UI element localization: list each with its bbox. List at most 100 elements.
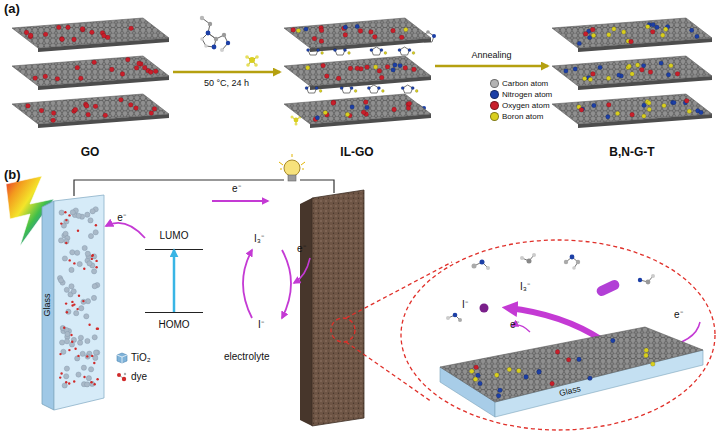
art-part bbox=[564, 255, 580, 270]
art-part bbox=[71, 337, 76, 342]
art-part bbox=[392, 107, 397, 112]
art-part bbox=[398, 63, 402, 67]
art-part bbox=[117, 353, 127, 363]
art-part bbox=[64, 287, 69, 292]
art-part bbox=[305, 85, 322, 93]
art-part bbox=[403, 66, 408, 71]
art-part bbox=[43, 32, 48, 37]
art-part bbox=[307, 85, 317, 93]
art-part bbox=[200, 16, 230, 52]
art-part bbox=[60, 372, 62, 374]
art-part bbox=[699, 110, 703, 114]
art-part bbox=[85, 354, 90, 359]
art-part bbox=[552, 94, 712, 124]
art-part bbox=[71, 289, 76, 294]
art-part bbox=[59, 238, 64, 243]
node-label: GO bbox=[81, 146, 100, 158]
energy-level: HOMO bbox=[145, 312, 203, 336]
art-part bbox=[87, 261, 92, 266]
art-part bbox=[94, 383, 96, 385]
art-part bbox=[537, 369, 542, 374]
art-part bbox=[33, 76, 38, 81]
art-part bbox=[62, 256, 67, 261]
art-part bbox=[120, 72, 125, 77]
art-part bbox=[472, 264, 477, 269]
art-part bbox=[92, 284, 97, 289]
art-part bbox=[60, 340, 65, 345]
art-part bbox=[324, 74, 329, 79]
art-part bbox=[26, 104, 31, 109]
art-part bbox=[591, 33, 595, 37]
art-part bbox=[246, 63, 250, 67]
art-part bbox=[128, 102, 133, 107]
art-part bbox=[346, 342, 432, 402]
art-part bbox=[391, 68, 395, 72]
art-part bbox=[59, 210, 64, 215]
art-part bbox=[333, 48, 336, 51]
art-part bbox=[666, 73, 670, 77]
art-part bbox=[635, 63, 639, 67]
art-part bbox=[687, 109, 691, 113]
legend-text: dye bbox=[131, 372, 147, 382]
art-part bbox=[564, 69, 568, 73]
art-part bbox=[672, 100, 676, 104]
art-part bbox=[66, 309, 71, 314]
art-part bbox=[638, 278, 642, 282]
art-part bbox=[85, 212, 90, 217]
art-part bbox=[372, 34, 377, 39]
art-part bbox=[85, 338, 90, 343]
art-part bbox=[63, 327, 65, 329]
electron-label: e⁻ bbox=[297, 244, 306, 254]
node-shape bbox=[8, 12, 173, 162]
edge-label: e⁻ bbox=[117, 213, 126, 223]
art-part bbox=[587, 35, 591, 39]
art-part bbox=[398, 47, 415, 55]
art-part bbox=[288, 175, 296, 181]
art-part bbox=[64, 211, 66, 213]
legend-swatch bbox=[490, 112, 499, 121]
art-part bbox=[367, 85, 384, 93]
art-part bbox=[75, 250, 80, 255]
art-part bbox=[651, 274, 655, 278]
art-part bbox=[90, 381, 92, 383]
art-part bbox=[88, 324, 90, 326]
art-part bbox=[83, 376, 85, 378]
art-part bbox=[622, 30, 626, 34]
art-part bbox=[642, 103, 646, 107]
art-part bbox=[58, 278, 63, 283]
art-part bbox=[249, 57, 255, 63]
art-part bbox=[103, 113, 108, 118]
art-part bbox=[393, 63, 397, 67]
art-part bbox=[377, 69, 382, 74]
art-part bbox=[371, 47, 381, 55]
art-part bbox=[83, 268, 85, 270]
art-part bbox=[76, 213, 81, 218]
light-bulb bbox=[279, 154, 305, 181]
art-part bbox=[498, 388, 503, 393]
art-part bbox=[651, 23, 655, 27]
art-part bbox=[315, 116, 319, 120]
art-part bbox=[335, 47, 345, 55]
art-part bbox=[669, 63, 673, 67]
art-part bbox=[379, 75, 384, 80]
art-part bbox=[607, 33, 611, 37]
art-part bbox=[291, 116, 302, 126]
art-part bbox=[95, 266, 97, 268]
art-part bbox=[343, 25, 347, 29]
art-part bbox=[153, 69, 158, 74]
art-part bbox=[78, 76, 83, 81]
art-part bbox=[51, 118, 56, 123]
art-part bbox=[88, 218, 93, 223]
art-part bbox=[92, 269, 97, 274]
art-part bbox=[200, 16, 204, 20]
art-part bbox=[675, 71, 680, 76]
art-part bbox=[204, 44, 208, 48]
art-part bbox=[88, 234, 93, 239]
art-part bbox=[122, 377, 126, 381]
art-part bbox=[644, 348, 649, 353]
art-part bbox=[137, 61, 142, 66]
art-part bbox=[640, 67, 645, 72]
art-part bbox=[520, 253, 536, 264]
art-part bbox=[355, 24, 359, 28]
zoom-callout bbox=[331, 240, 715, 430]
